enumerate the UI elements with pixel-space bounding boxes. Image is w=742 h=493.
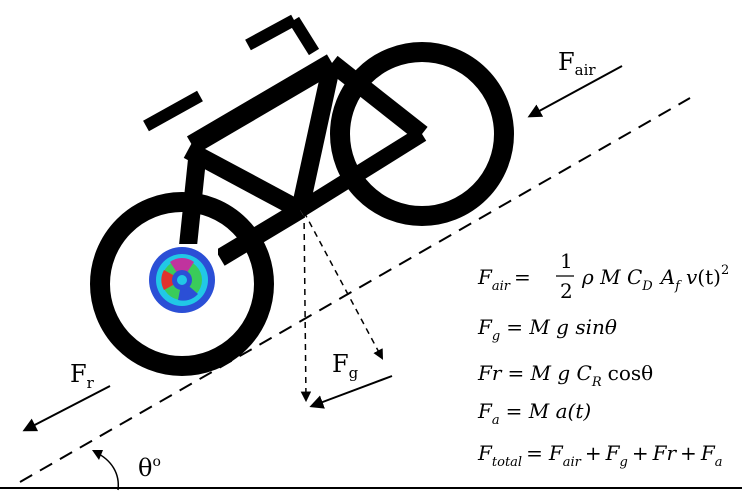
- bike-frame: [175, 54, 428, 285]
- equation-gravity: Fg= M g sinθ: [477, 315, 617, 344]
- seat: [245, 14, 297, 51]
- motor-hub: [146, 244, 218, 316]
- fair-label: Fair: [558, 48, 596, 79]
- angle-label: θo: [138, 454, 161, 482]
- gravity-normal-dashed: [303, 211, 383, 360]
- equation-total: Ftotal=Fair+Fg+Fr+Fa: [477, 441, 722, 470]
- fr-arrow: [22, 385, 111, 432]
- angle-arrowhead: [92, 450, 103, 460]
- handlebar: [143, 90, 203, 132]
- equation-air-num: 1: [560, 249, 573, 273]
- fg-label: Fg: [332, 350, 359, 382]
- equation-air-den: 2: [560, 279, 573, 303]
- fr-label: Fr: [70, 360, 95, 392]
- equation-air: Fair=: [477, 265, 531, 294]
- incline-line: [19, 97, 691, 483]
- rear-wheel: [330, 42, 514, 226]
- fair-arrow: [527, 65, 623, 118]
- front-wheel: [90, 192, 274, 376]
- seat-post: [288, 16, 320, 56]
- equation-accel: Fa= M a(t): [477, 399, 591, 428]
- gravity-vertical-dashed: [300, 211, 312, 403]
- fg-arrow: [309, 375, 393, 409]
